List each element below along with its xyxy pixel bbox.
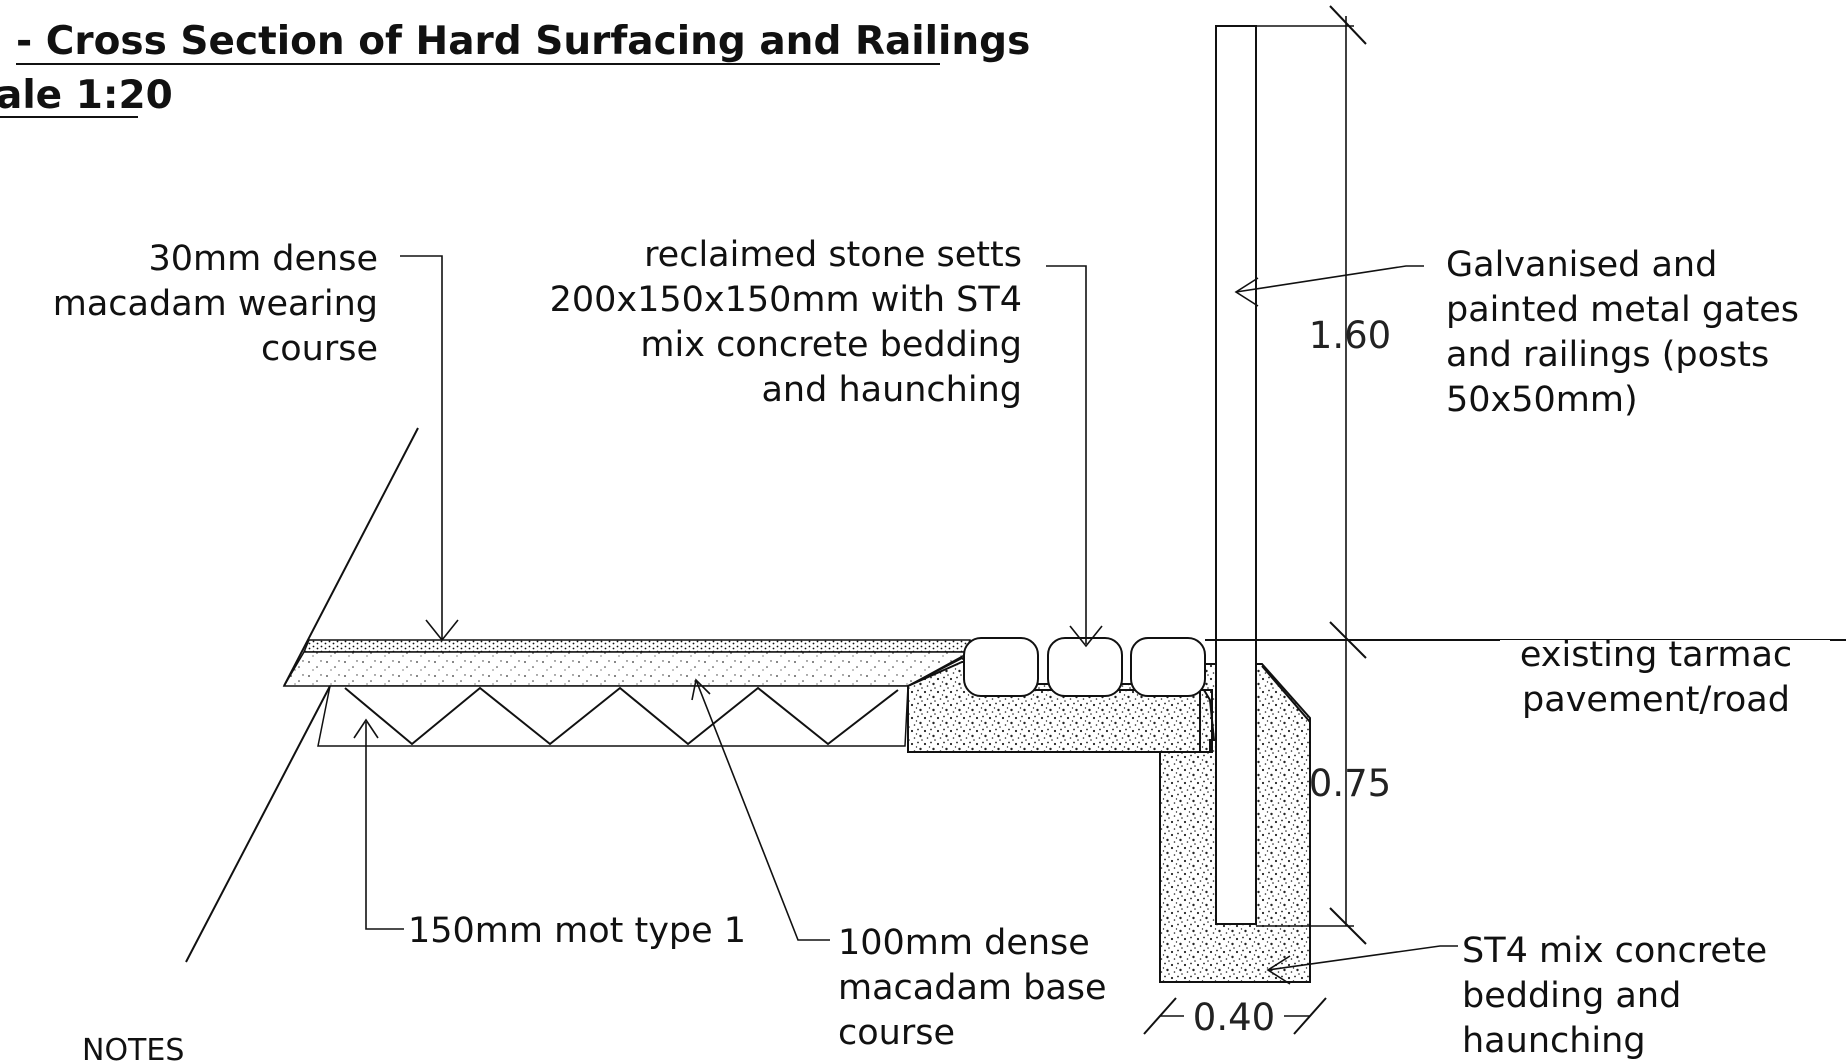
label-line: macadam base bbox=[838, 968, 1107, 1008]
label-line: painted metal gates bbox=[1446, 290, 1799, 330]
arrowhead bbox=[425, 619, 459, 642]
label-line: 100mm dense bbox=[838, 923, 1090, 963]
dim-post-embed-depth: 0.75 bbox=[1309, 762, 1391, 805]
railing-post bbox=[1215, 25, 1257, 925]
label-existing-tarmac: existing tarmac pavement/road bbox=[1500, 635, 1830, 720]
label-line: pavement/road bbox=[1522, 680, 1790, 720]
notes-heading: NOTES bbox=[82, 1033, 184, 1064]
label-concrete-bedding: ST4 mix concrete bedding and haunching bbox=[1462, 931, 1767, 1061]
leader-gates-railings bbox=[1235, 265, 1424, 293]
dim-tick-left bbox=[1143, 997, 1177, 1035]
stone-sett bbox=[1130, 637, 1206, 697]
dimension-lines: 1.60 0.75 0.40 bbox=[1143, 5, 1391, 1039]
title-line-2: ale 1:20 bbox=[0, 73, 173, 118]
dim-railing-height: 1.60 bbox=[1309, 314, 1391, 357]
label-line: and haunching bbox=[761, 370, 1022, 410]
pavement-layers bbox=[185, 427, 971, 963]
base-course-layer bbox=[282, 651, 971, 687]
label-line: macadam wearing bbox=[53, 284, 378, 324]
arrowhead bbox=[1234, 277, 1259, 307]
stone-sett bbox=[963, 637, 1039, 697]
label-line: course bbox=[261, 329, 378, 369]
arrowhead bbox=[353, 718, 379, 739]
arrowhead bbox=[1069, 625, 1103, 648]
label-line: and railings (posts bbox=[1446, 335, 1769, 375]
break-line-lower bbox=[185, 685, 331, 963]
leader-mot-type1 bbox=[365, 722, 404, 930]
label-gates-railings: Galvanised and painted metal gates and r… bbox=[1446, 245, 1799, 420]
label-line: Galvanised and bbox=[1446, 245, 1717, 285]
label-line: course bbox=[838, 1013, 955, 1053]
label-line: existing tarmac bbox=[1520, 635, 1792, 675]
label-line: mix concrete bedding bbox=[640, 325, 1022, 365]
arrowhead bbox=[691, 678, 711, 701]
dim-tick-right bbox=[1293, 997, 1327, 1035]
label-base-course: 100mm dense macadam base course bbox=[838, 923, 1107, 1053]
label-line: reclaimed stone setts bbox=[644, 235, 1022, 275]
break-line-upper bbox=[283, 427, 419, 687]
dim-tick-top bbox=[1329, 5, 1367, 45]
dim-tick-mid bbox=[1329, 621, 1367, 659]
leader-lines bbox=[353, 255, 1458, 985]
leader-stone-setts bbox=[1046, 265, 1087, 644]
label-wearing-course: 30mm dense macadam wearing course bbox=[53, 239, 378, 369]
title-line-1: - Cross Section of Hard Surfacing and Ra… bbox=[16, 19, 1030, 64]
label-line: 30mm dense bbox=[148, 239, 378, 279]
dim-footing-width: 0.40 bbox=[1193, 996, 1275, 1039]
label-line: bedding and bbox=[1462, 976, 1681, 1016]
label-stone-setts: reclaimed stone setts 200x150x150mm with… bbox=[550, 235, 1022, 410]
label-mot-type1: 150mm mot type 1 bbox=[408, 911, 746, 951]
leader-concrete-bedding bbox=[1267, 945, 1458, 971]
label-line: ST4 mix concrete bbox=[1462, 931, 1767, 971]
wearing-course-layer bbox=[302, 639, 971, 653]
drawing-title: - Cross Section of Hard Surfacing and Ra… bbox=[0, 19, 1030, 118]
leader-wearing-course bbox=[400, 255, 443, 640]
label-line: 50x50mm) bbox=[1446, 380, 1638, 420]
stone-sett bbox=[1047, 637, 1123, 697]
label-line: haunching bbox=[1462, 1021, 1646, 1061]
dim-label-mask bbox=[1184, 994, 1284, 1036]
arrowhead bbox=[1266, 955, 1291, 985]
mot-zigzag bbox=[344, 686, 899, 746]
label-line: 200x150x150mm with ST4 bbox=[550, 280, 1022, 320]
leader-base-course bbox=[695, 679, 830, 941]
label-mask bbox=[1500, 640, 1830, 720]
stone-setts bbox=[963, 637, 1206, 697]
